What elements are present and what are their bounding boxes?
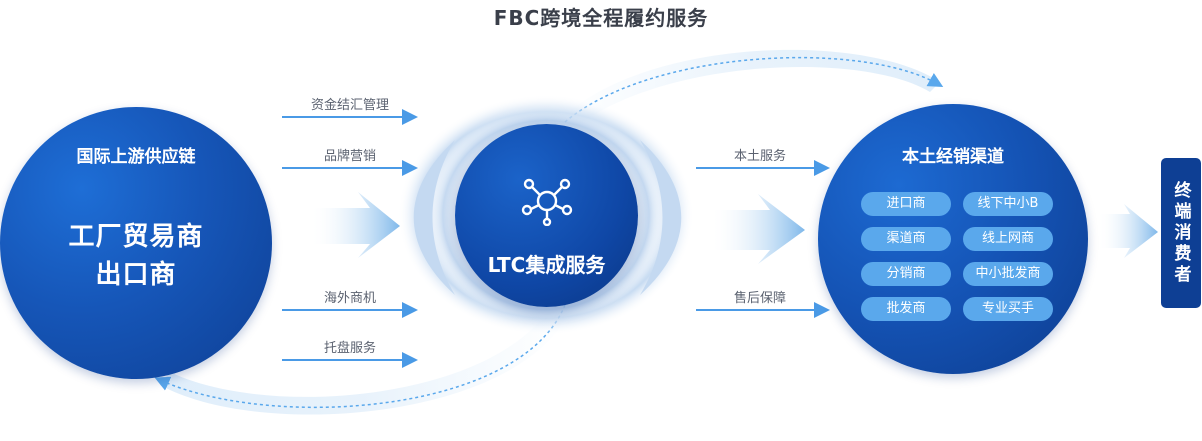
supply-chain-line2: 出口商 <box>95 260 177 290</box>
ltc-label: LTC集成服务 <box>487 253 606 277</box>
flow-label-after-sales: 售后保障 <box>733 291 786 306</box>
channel-pill-small-wholesale: 中小批发商 <box>963 262 1053 286</box>
channel-pill-channel: 渠道商 <box>861 227 951 251</box>
halo-left-crescent <box>413 140 455 295</box>
top-loop-band <box>560 49 940 128</box>
supply-chain-subtitle: 国际上游供应链 <box>76 147 196 167</box>
chevron-right <box>1098 204 1158 258</box>
supply-chain-node <box>0 107 272 379</box>
channel-pill-importer: 进口商 <box>861 192 951 216</box>
flow-label-pallet: 托盘服务 <box>323 341 376 356</box>
bottom-loop-arrow <box>154 304 566 409</box>
top-loop-arrow <box>564 56 944 123</box>
chevron-left <box>310 192 400 258</box>
flow-label-branding: 品牌营销 <box>323 149 376 164</box>
network-hub-icon <box>521 178 573 226</box>
chevron-mid <box>710 194 805 264</box>
end-consumer-box: 终端消费者 <box>1161 158 1201 308</box>
channel-pill-online: 线上网商 <box>963 227 1053 251</box>
flow-label-finance: 资金结汇管理 <box>310 98 389 113</box>
supply-chain-line1: 工厂贸易商 <box>68 222 204 252</box>
channel-pill-distributor: 分销商 <box>861 262 951 286</box>
local-channel-title: 本土经销渠道 <box>902 147 1004 167</box>
channel-pill-buyer: 专业买手 <box>963 297 1053 321</box>
channel-pill-wholesaler: 批发商 <box>861 297 951 321</box>
flow-label-local-service: 本土服务 <box>733 149 786 164</box>
halo-right-crescent <box>640 140 682 295</box>
channel-pill-offline-smb: 线下中小B <box>963 192 1053 216</box>
diagram-title: FBC跨境全程履约服务 <box>493 6 709 30</box>
bottom-loop-band <box>160 300 570 415</box>
flow-label-opportunity: 海外商机 <box>323 291 376 306</box>
